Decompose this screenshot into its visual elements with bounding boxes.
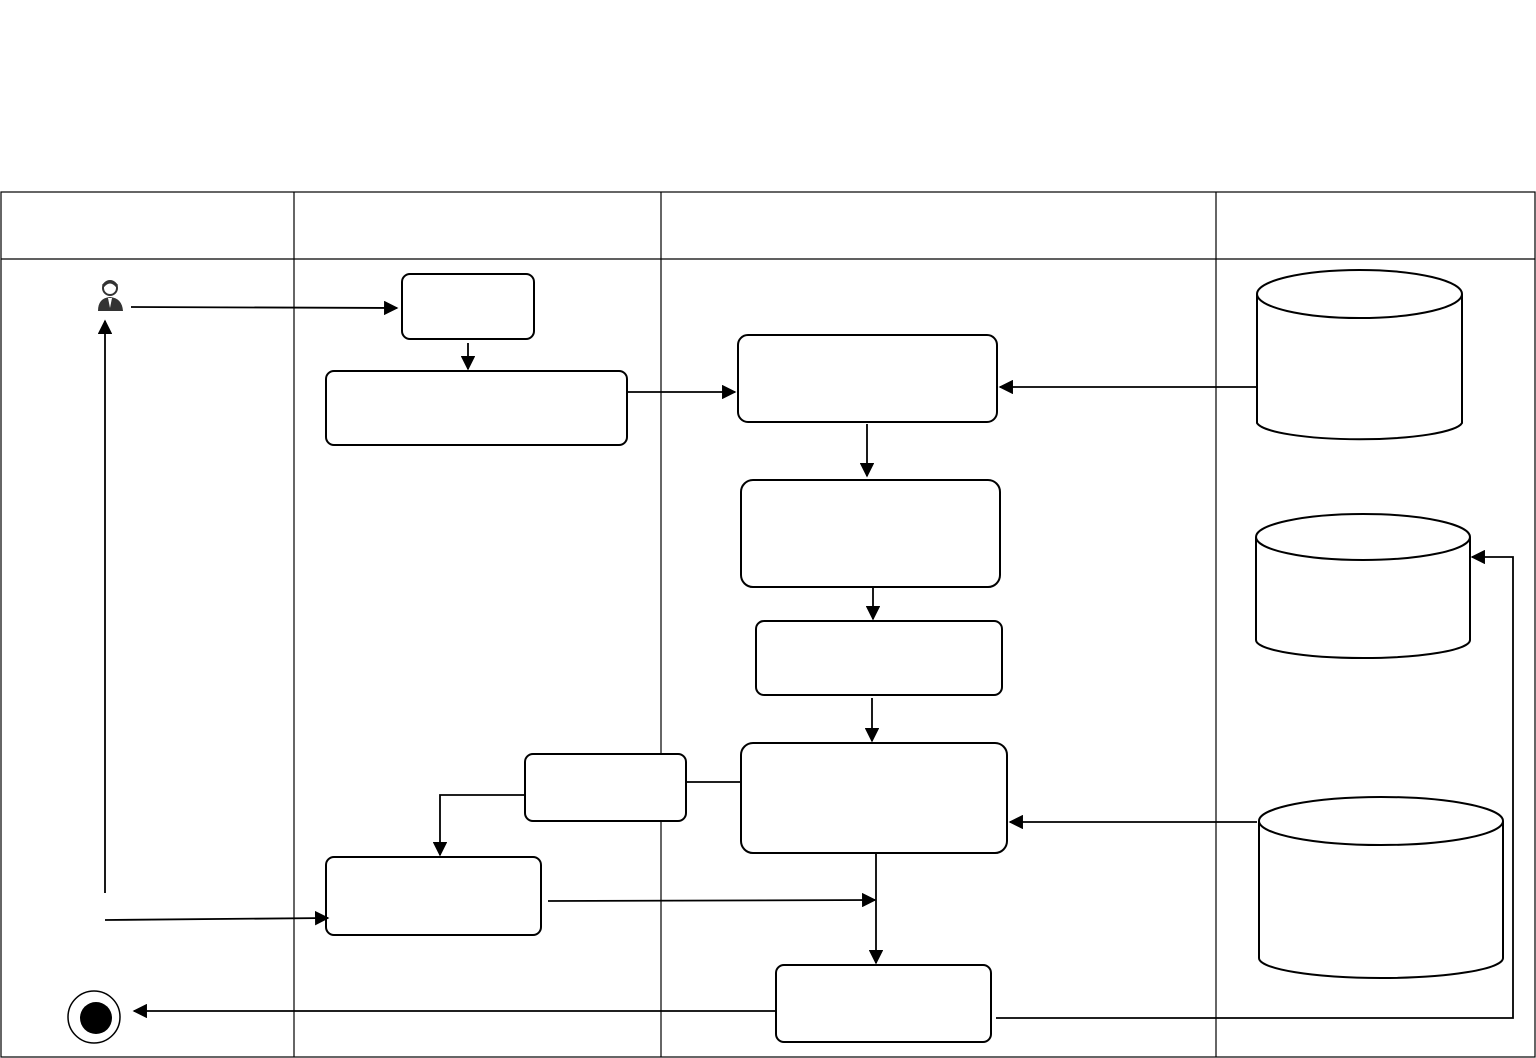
input-box bbox=[325, 370, 628, 446]
start-box bbox=[401, 273, 535, 340]
output-box bbox=[775, 964, 992, 1043]
arrow-output-to-db-middle bbox=[996, 549, 1514, 1019]
arrow-actor-to-start bbox=[130, 300, 399, 316]
arrow-side-to-result bbox=[432, 794, 525, 857]
user-icon bbox=[98, 280, 123, 311]
process-d-box bbox=[740, 742, 1008, 854]
side-box bbox=[524, 753, 687, 822]
datastore-middle bbox=[1255, 513, 1471, 659]
arrow-result-to-merge bbox=[547, 892, 877, 908]
process-c-box bbox=[755, 620, 1003, 696]
arrow-loop-to-result bbox=[104, 910, 330, 926]
swimlane-frame bbox=[0, 191, 1536, 1058]
datastore-top bbox=[1256, 269, 1463, 441]
process-b-box bbox=[740, 479, 1001, 588]
result-box bbox=[325, 856, 542, 936]
end-node-icon bbox=[67, 990, 121, 1044]
process-a-box bbox=[737, 334, 998, 423]
datastore-bottom bbox=[1258, 796, 1504, 979]
